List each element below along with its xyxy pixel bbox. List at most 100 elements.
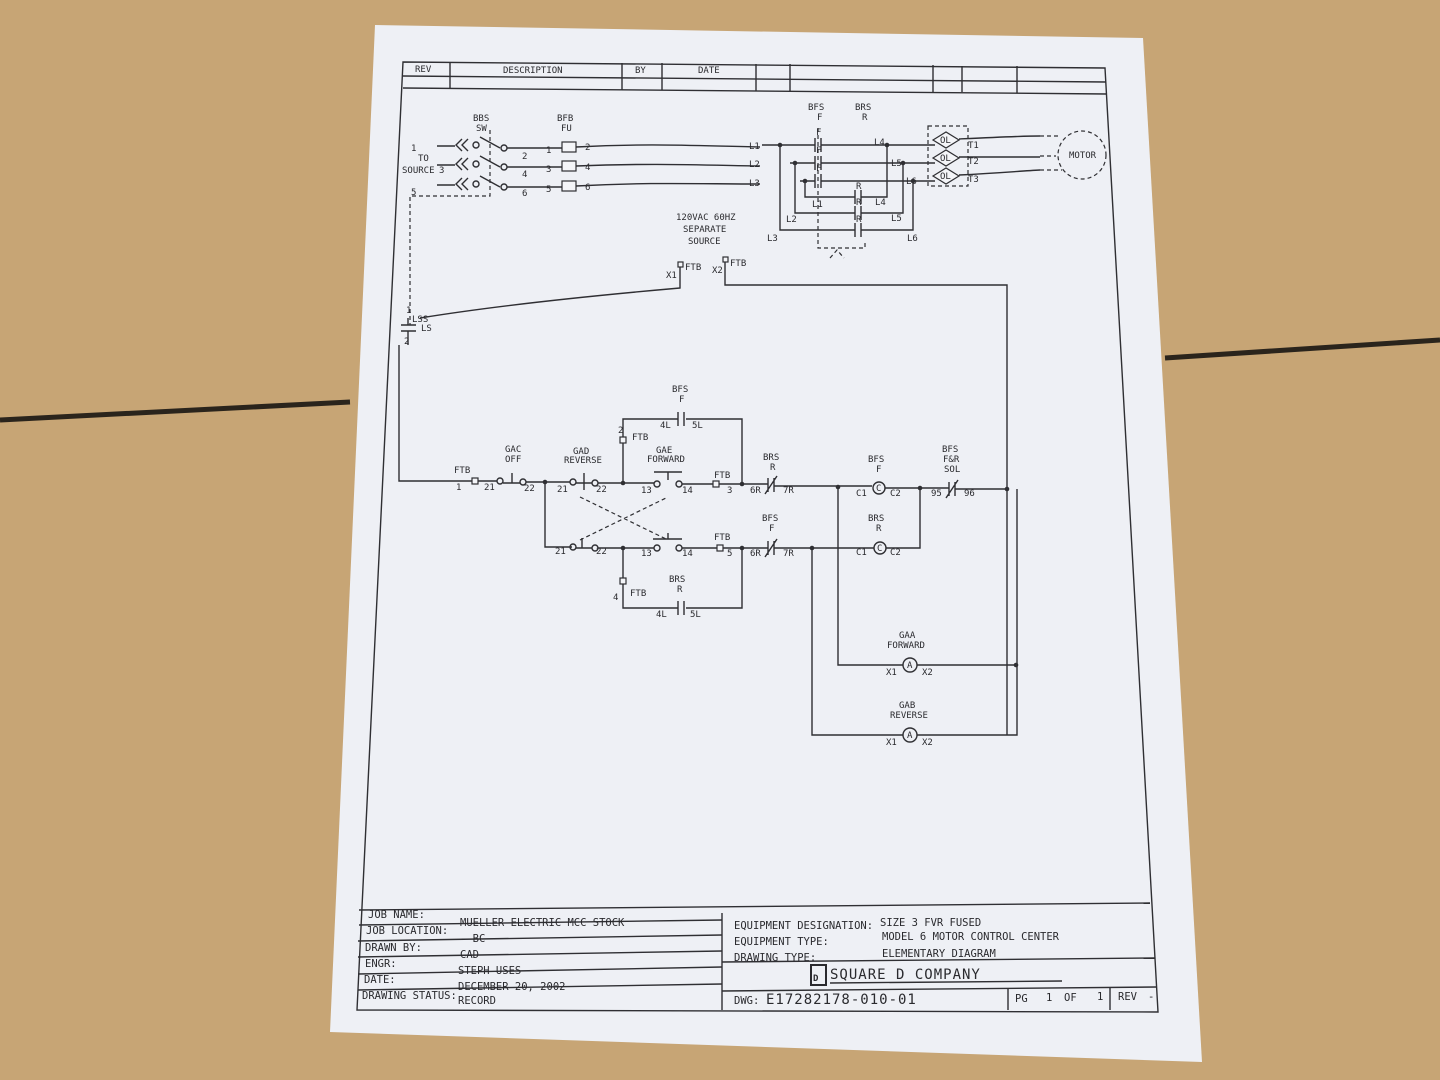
motor-terminal: T1 xyxy=(968,141,979,151)
terminal-label: 2 xyxy=(404,337,409,347)
source-text: 120VAC 60HZ xyxy=(676,213,736,223)
terminal-label: 13 xyxy=(641,486,652,496)
job-location: - BC xyxy=(460,933,485,945)
interlock-name: F xyxy=(769,524,774,534)
forward-pushbutton-icon xyxy=(654,471,682,480)
date-header: DATE xyxy=(698,66,720,76)
rev-light-tag: GAB xyxy=(899,701,915,711)
pg-label: PG xyxy=(1015,993,1028,1005)
dwg-label: DWG: xyxy=(734,995,759,1007)
drawn-by: CAD xyxy=(460,949,479,961)
terminal-label: 21 xyxy=(555,547,566,557)
power-circuit: TO SOURCE 1 3 5 BBS SW BFB FU 2 4 6 1 3 … xyxy=(402,103,1107,325)
forward-contactor-name: F xyxy=(817,113,822,123)
control-circuit: FTB 1 GAC OFF 21 22 GAD REVERSE 21 22 GA… xyxy=(454,385,1019,748)
forward-contactor-tag: BFS xyxy=(808,103,824,113)
terminal-label: 22 xyxy=(596,485,607,495)
terminal-label: 3 xyxy=(727,486,732,496)
line-label: L5 xyxy=(891,214,902,224)
terminal-label: 7R xyxy=(783,486,794,496)
terminal-block-icon xyxy=(716,544,724,552)
line-label: L6 xyxy=(907,234,918,244)
forward-name: FORWARD xyxy=(647,455,685,465)
seal-contact-icon xyxy=(677,601,685,615)
terminal-label: 2 xyxy=(585,143,590,153)
pg-total: 1 xyxy=(1097,991,1103,1003)
control-source: 120VAC 60HZ SEPARATE SOURCE FTB FTB X1 X… xyxy=(419,213,1008,735)
terminal-label: C2 xyxy=(890,548,901,558)
ls-tag: LSS xyxy=(412,315,428,325)
coil-letter: C xyxy=(876,484,881,494)
terminal-label: 14 xyxy=(682,549,693,559)
line-label: L4 xyxy=(875,198,886,208)
interlock-tag: BRS xyxy=(763,453,779,463)
terminal-label: 1 xyxy=(411,144,416,154)
ftb-label: FTB xyxy=(454,466,470,476)
fuse-icon xyxy=(561,141,577,153)
terminal-label: 4L xyxy=(660,421,671,431)
line-label: L2 xyxy=(786,215,797,225)
engr-label: ENGR: xyxy=(365,958,397,970)
overload-label: OL xyxy=(940,172,951,182)
drawing-border xyxy=(356,61,1159,1013)
terminal-label: 4 xyxy=(585,163,590,173)
off-pushbutton-icon xyxy=(503,473,520,484)
fwd-light-name: FORWARD xyxy=(887,641,925,651)
square-d-logo-icon xyxy=(810,964,827,986)
terminal-label: 7R xyxy=(783,549,794,559)
ftb-label: FTB xyxy=(730,259,746,269)
terminal-label: 1 xyxy=(456,483,461,493)
mechanical-interlock xyxy=(579,496,669,541)
interlock-name: R xyxy=(770,463,776,473)
terminal-block-icon xyxy=(619,436,627,444)
ftb-label: FTB xyxy=(685,263,701,273)
disconnect-tag: BBS xyxy=(473,114,489,124)
mechanical-link xyxy=(409,130,491,325)
line-label: L1 xyxy=(749,142,760,152)
terminal-label: 4 xyxy=(522,170,527,180)
overload-relay-box xyxy=(927,125,969,187)
overload-label: OL xyxy=(940,136,951,146)
source-label: SOURCE xyxy=(402,166,435,176)
coil-letter: C xyxy=(877,544,882,554)
date: DECEMBER 20, 2002 xyxy=(458,981,565,993)
terminal-label: 6R xyxy=(750,549,761,559)
lamp-letter: A xyxy=(907,661,913,671)
off-tag: GAC xyxy=(505,445,521,455)
fuse-tag: BFB xyxy=(557,114,573,124)
equip-designation-label: EQUIPMENT DESIGNATION: xyxy=(734,920,873,932)
terminal-block-icon xyxy=(722,256,729,263)
fuse-name: FU xyxy=(561,124,572,134)
fuse-icon xyxy=(561,160,577,172)
rev-label: REV xyxy=(1118,991,1138,1003)
line-label: L2 xyxy=(749,160,760,170)
terminal-label: 6R xyxy=(750,486,761,496)
terminal-label: 5L xyxy=(692,421,703,431)
reverse-nc-pushbutton-icon xyxy=(576,538,592,549)
of-label: OF xyxy=(1064,992,1077,1004)
source-label: TO xyxy=(418,154,429,164)
motor-terminal: T2 xyxy=(968,157,979,167)
off-name: OFF xyxy=(505,455,521,465)
terminal-label: C1 xyxy=(856,489,867,499)
reverse-pushbutton-icon xyxy=(576,473,592,490)
forward-pilot-light-icon xyxy=(902,657,918,673)
drawing-type: ELEMENTARY DIAGRAM xyxy=(882,948,996,960)
reverse-contactor-tag: BRS xyxy=(855,103,871,113)
disconnect-name: SW xyxy=(476,124,487,134)
cardboard-seam xyxy=(0,399,351,423)
terminal-block-icon xyxy=(619,577,627,585)
line-label: L3 xyxy=(749,179,760,189)
title-block: JOB NAME: MUELLER ELECTRIC MCC STOCK JOB… xyxy=(357,902,1158,1010)
rev-header: REV xyxy=(415,65,432,75)
terminal-label: 5 xyxy=(411,188,416,198)
terminal-label: 3 xyxy=(546,165,551,175)
job-name: MUELLER ELECTRIC MCC STOCK xyxy=(460,917,625,929)
x2-label: X2 xyxy=(712,266,723,276)
dwg-number: E17282178-010-01 xyxy=(766,992,917,1008)
terminal-label: 14 xyxy=(682,486,693,496)
r-coil-tag: BRS xyxy=(868,514,884,524)
terminal-label: 1 xyxy=(406,306,411,316)
sol-name: F&R xyxy=(943,455,960,465)
date-label: DATE: xyxy=(364,974,396,986)
